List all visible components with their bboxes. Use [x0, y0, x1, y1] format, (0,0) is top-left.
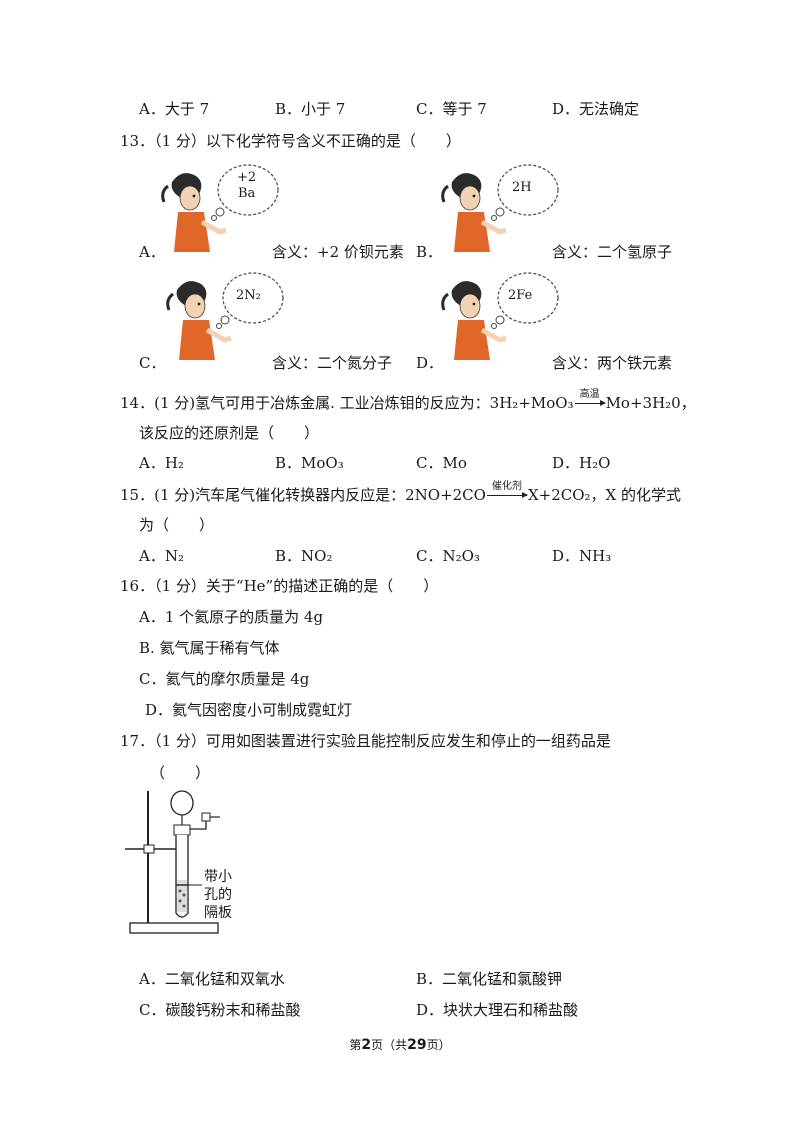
footer-middle: 页（共	[371, 1038, 408, 1052]
q14-stem-line2: 该反应的还原剂是（ ）	[139, 424, 320, 442]
q14-stem-line1: 14．(1 分)氢气可用于冶炼金属. 工业冶炼钼的反应为：3H₂+MoO₃ 高温 M…	[120, 389, 696, 413]
lab-apparatus-icon	[125, 790, 220, 934]
footer-suffix: 页）	[426, 1038, 451, 1052]
q13-option-b-letter: B．	[416, 243, 443, 261]
q13-option-b-meaning: 含义：二个氢原子	[552, 243, 673, 261]
q15-products: X+2CO₂，X 的化学式	[527, 486, 681, 504]
q17-option-c: C．碳酸钙粉末和稀盐酸	[139, 1001, 301, 1019]
q13-option-d-meaning: 含义：两个铁元素	[552, 354, 673, 372]
q14-reaction-arrow: 高温	[574, 389, 606, 408]
footer-prefix: 第	[349, 1038, 362, 1052]
q13-option-a-bubble-bottom: Ba	[238, 186, 256, 201]
q17-stem-line2: （ ）	[150, 764, 211, 782]
q13-option-c-bubble-top: 2N₂	[236, 288, 261, 303]
q14-option-b: B．MoO₃	[275, 454, 344, 472]
q15-stem-line2: 为（ ）	[139, 516, 215, 534]
q13-option-b-figure	[440, 160, 560, 256]
q14-products: Mo+3H₂0，	[605, 394, 696, 412]
girl-thinking-icon	[441, 164, 559, 252]
q16-option-b: B. 氦气属于稀有气体	[139, 639, 280, 657]
q15-option-a: A．N₂	[139, 547, 184, 565]
girl-thinking-icon	[441, 272, 559, 360]
q16-option-c: C．氦气的摩尔质量是 4g	[139, 670, 310, 688]
q12-option-a: A．大于 7	[139, 100, 210, 118]
q13-option-c-meaning: 含义：二个氮分子	[272, 354, 393, 372]
girl-thinking-icon	[161, 164, 279, 252]
q17-option-b: B．二氧化锰和氯酸钾	[416, 970, 563, 988]
q17-stem: 17．（1 分）可用如图装置进行实验且能控制反应发生和停止的一组药品是	[120, 732, 611, 750]
q14-option-c: C．Mo	[416, 454, 467, 472]
q17-option-d: D．块状大理石和稀盐酸	[416, 1001, 579, 1019]
girl-thinking-icon	[166, 272, 284, 360]
q15-condition: 催化剂	[491, 481, 522, 492]
q14-stem-prefix: 14．(1 分)氢气可用于冶炼金属. 工业冶炼钼的反应为：	[120, 394, 490, 412]
q12-option-d: D．无法确定	[552, 100, 640, 118]
q17-option-a: A．二氧化锰和双氧水	[139, 970, 285, 988]
q15-option-c: C．N₂O₃	[416, 547, 480, 565]
q13-option-a-figure	[160, 160, 280, 256]
q12-option-c: C．等于 7	[416, 100, 487, 118]
page-footer: 第2页（共29页）	[0, 1036, 800, 1053]
q14-condition: 高温	[579, 389, 600, 400]
q15-stem-prefix: 15．(1 分)汽车尾气催化转换器内反应是：	[120, 486, 406, 504]
q15-reaction-arrow: 催化剂	[486, 481, 528, 500]
q14-reactants: 3H₂+MoO₃	[489, 394, 574, 412]
q14-option-a: A．H₂	[139, 454, 184, 472]
q16-stem: 16．（1 分）关于“He”的描述正确的是（ ）	[120, 577, 439, 595]
q13-stem: 13．（1 分）以下化学符号含义不正确的是（ ）	[120, 132, 461, 150]
q13-option-b-bubble-top: 2H	[512, 180, 532, 195]
q15-option-b: B．NO₂	[275, 547, 333, 565]
q13-option-c-letter: C．	[139, 354, 166, 372]
q13-option-a-letter: A．	[139, 243, 165, 261]
q16-option-d: D．氦气因密度小可制成霓虹灯	[145, 701, 353, 719]
footer-page-number: 2	[361, 1037, 372, 1053]
q12-option-b: B．小于 7	[275, 100, 346, 118]
q15-option-d: D．NH₃	[552, 547, 612, 565]
q15-reactants: 2NO+2CO	[405, 486, 486, 504]
q17-apparatus-figure: 带小孔的隔板	[120, 785, 250, 940]
q13-option-d-bubble-top: 2Fe	[508, 288, 533, 303]
q16-option-a: A．1 个氦原子的质量为 4g	[139, 608, 324, 626]
q13-option-c-figure	[165, 268, 285, 364]
q14-option-d: D．H₂O	[552, 454, 611, 472]
q17-figure-label: 带小孔的隔板	[204, 869, 232, 921]
q13-option-d-letter: D．	[416, 354, 444, 372]
footer-total-pages: 29	[407, 1037, 427, 1053]
q13-option-d-figure	[440, 268, 560, 364]
q13-option-a-bubble-top: +2	[237, 170, 257, 185]
q15-stem-line1: 15．(1 分)汽车尾气催化转换器内反应是：2NO+2CO 催化剂 X+2CO₂，X…	[120, 481, 681, 505]
q13-option-a-meaning: 含义：+2 价钡元素	[272, 243, 404, 261]
